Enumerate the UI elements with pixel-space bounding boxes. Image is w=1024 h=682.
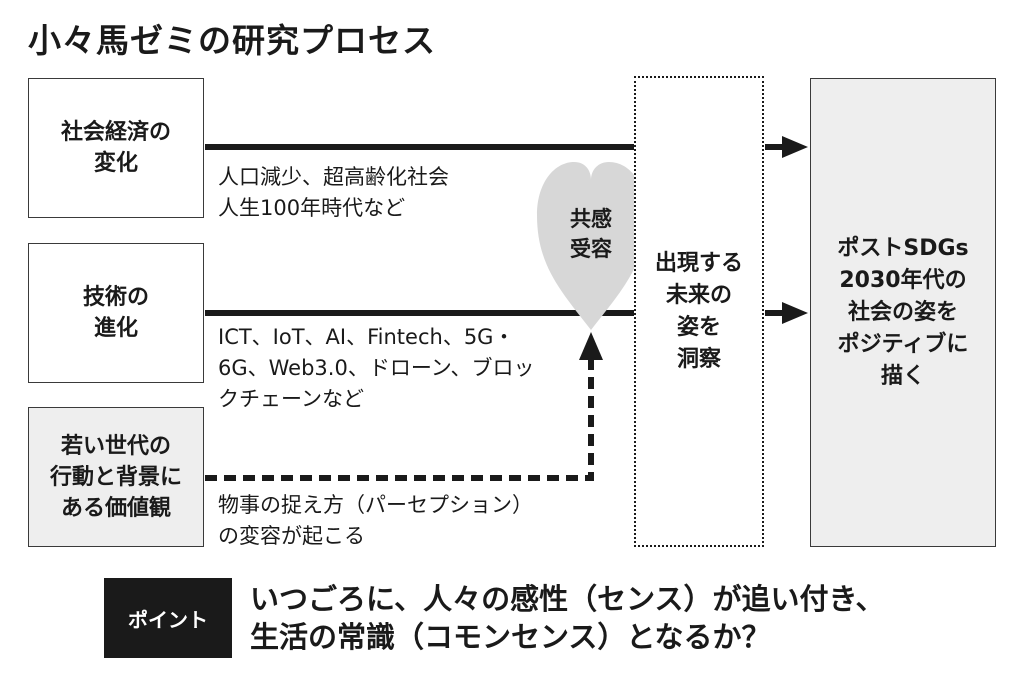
desc-line: クチェーンなど: [218, 387, 364, 411]
heart-label: 共感 受容: [541, 204, 641, 264]
heart-label-line: 共感: [570, 207, 612, 231]
connector-dashed-line: [205, 352, 594, 481]
input-desc-socioeconomic: 人口減少、超高齢化社会 人生100年時代など: [218, 162, 449, 224]
desc-line: 物事の捉え方（パーセプション）: [218, 493, 533, 517]
middle-line: 姿を: [676, 314, 721, 340]
middle-line: 洞察: [676, 346, 721, 372]
input-box-line: 社会経済の: [60, 120, 171, 145]
output-line: ポジティブに: [837, 331, 969, 357]
output-box: ポストSDGs 2030年代の 社会の姿を ポジティブに 描く: [810, 78, 996, 547]
desc-line: 6G、Web3.0、ドローン、ブロッ: [218, 356, 535, 380]
output-arrowhead-2: [782, 302, 808, 324]
middle-line: 未来の: [665, 282, 732, 308]
point-text: いつごろに、人々の感性（センス）が追い付き、 生活の常識（コモンセンス）となるか…: [250, 580, 885, 656]
input-desc-technology: ICT、IoT、AI、Fintech、5G・ 6G、Web3.0、ドローン、ブロ…: [218, 322, 535, 415]
heart-shape: [537, 162, 646, 330]
desc-line: 人生100年時代など: [218, 196, 406, 220]
input-box-line: 若い世代の: [60, 433, 171, 459]
desc-line: 人口減少、超高齢化社会: [218, 165, 449, 189]
input-box-technology: 技術の 進化: [28, 243, 204, 383]
input-box-line: 変化: [93, 151, 138, 176]
heart-label-line: 受容: [570, 237, 612, 261]
middle-insight-box: 出現する 未来の 姿を 洞察: [634, 76, 764, 547]
output-arrowhead-1: [782, 136, 808, 158]
output-line: 2030年代の: [839, 267, 967, 293]
point-line: 生活の常識（コモンセンス）となるか？: [250, 620, 771, 654]
middle-line: 出現する: [654, 250, 743, 276]
input-desc-young-generation: 物事の捉え方（パーセプション） の変容が起こる: [218, 490, 533, 552]
page-title: 小々馬ゼミの研究プロセス: [28, 21, 436, 60]
point-tag: ポイント: [104, 578, 232, 658]
output-line: 社会の姿を: [847, 299, 958, 325]
desc-line: ICT、IoT、AI、Fintech、5G・: [218, 325, 515, 349]
input-box-line: 技術の: [82, 285, 149, 310]
input-box-line: ある価値観: [60, 495, 171, 521]
output-line: 描く: [880, 363, 925, 389]
dashed-arrowhead: [579, 332, 603, 360]
output-line: ポストSDGs: [837, 235, 969, 261]
input-box-young-generation: 若い世代の 行動と背景に ある価値観: [28, 407, 204, 547]
input-box-line: 行動と背景に: [49, 464, 182, 490]
desc-line: の変容が起こる: [218, 524, 365, 548]
point-line: いつごろに、人々の感性（センス）が追い付き、: [250, 582, 885, 616]
input-box-line: 進化: [93, 316, 138, 341]
input-box-socioeconomic: 社会経済の 変化: [28, 78, 204, 218]
